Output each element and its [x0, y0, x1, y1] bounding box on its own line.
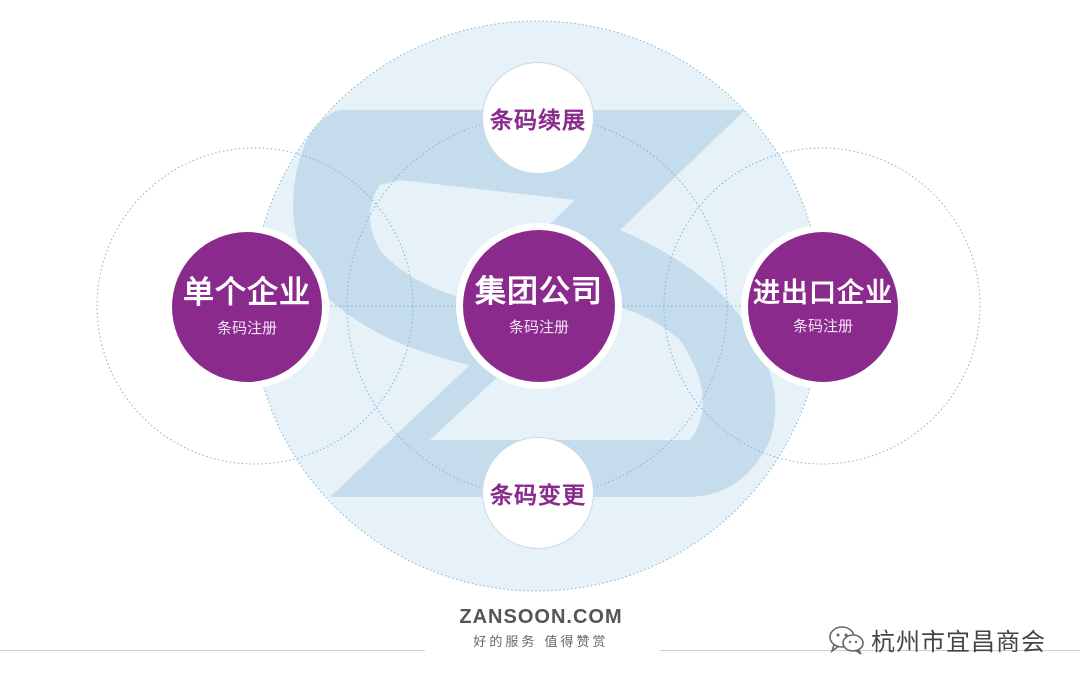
- single-enterprise-title: 单个企业: [183, 274, 311, 311]
- wechat-watermark: 杭州市宜昌商会: [829, 622, 1046, 657]
- import-export-node: 进出口企业 条码注册: [748, 232, 898, 382]
- single-enterprise-subtitle: 条码注册: [216, 319, 277, 338]
- change-title: 条码变更: [490, 483, 586, 509]
- wechat-account-name: 杭州市宜昌商会: [871, 628, 1046, 656]
- import-export-title: 进出口企业: [753, 277, 893, 309]
- change-node: 条码变更: [482, 437, 594, 549]
- left-ring: [96, 147, 414, 465]
- single-enterprise-node: 单个企业 条码注册: [172, 232, 322, 382]
- group-company-title: 集团公司: [475, 273, 603, 310]
- renewal-title: 条码续展: [490, 108, 586, 134]
- group-company-subtitle: 条码注册: [508, 318, 569, 337]
- brand-slogan: 好的服务 值得赞赏: [473, 635, 609, 650]
- group-company-node: 集团公司 条码注册: [463, 230, 615, 382]
- brand-name: ZANSOON.COM: [459, 606, 623, 628]
- wechat-icon: [829, 625, 864, 655]
- footer-divider-right: [660, 650, 1080, 651]
- renewal-node: 条码续展: [482, 62, 594, 174]
- import-export-subtitle: 条码注册: [792, 317, 853, 336]
- brand-block: ZANSOON.COM 好的服务 值得赞赏: [448, 606, 634, 650]
- footer-divider-left: [0, 650, 425, 651]
